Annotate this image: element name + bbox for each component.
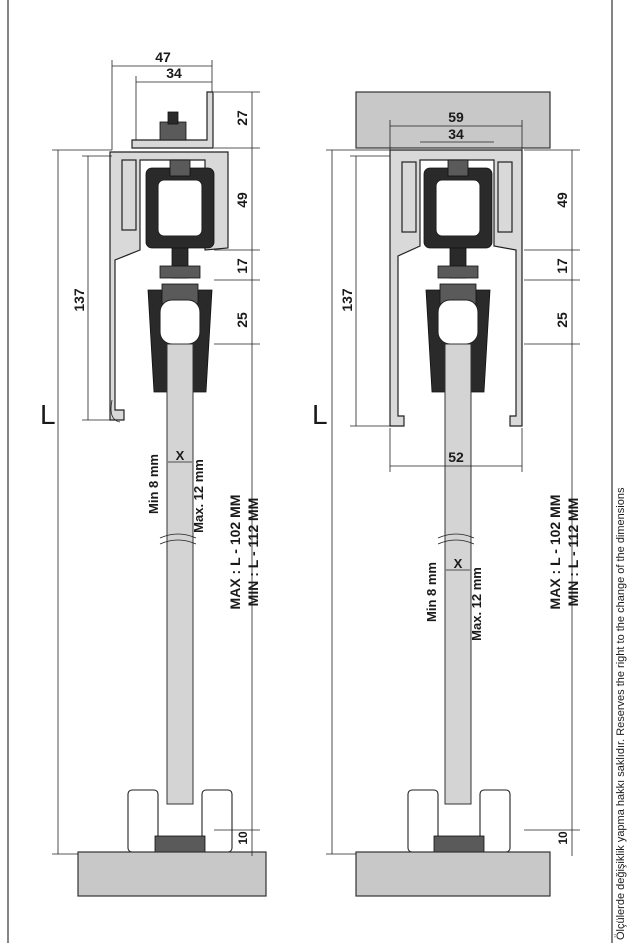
- break-mark: [159, 533, 197, 545]
- dim-10-label: 10: [556, 831, 570, 845]
- carriage-top: [169, 159, 191, 177]
- min-formula: MIN : L - 112 MM: [565, 498, 581, 607]
- rod-max-label: Max. 12 mm: [191, 459, 206, 533]
- carriage-top: [447, 159, 469, 177]
- dim-49-label: 49: [234, 192, 250, 208]
- floor-guide-right: [201, 789, 233, 853]
- door-panel: [166, 343, 194, 805]
- floor-block: [77, 851, 267, 897]
- door-panel: [444, 343, 472, 805]
- wheel: [435, 179, 481, 237]
- floor-guide-base: [154, 835, 206, 853]
- right-assembly: 59 34 52 49 17 25 10 MAX : L - 102 MM MI…: [312, 91, 581, 897]
- dim-52-label: 52: [448, 449, 464, 465]
- dim-17-label: 17: [554, 258, 570, 274]
- max-formula: MAX : L - 102 MM: [547, 495, 563, 610]
- floor-guide-base: [433, 835, 485, 853]
- side-note: Ölçülerde değişiklik yapma hakkı saklıdı…: [615, 487, 627, 940]
- dim-25-label: 25: [554, 312, 570, 328]
- rail-profile: [109, 151, 229, 421]
- dim-49-label: 49: [554, 192, 570, 208]
- bracket-nut: [159, 121, 187, 141]
- dim-17-label: 17: [234, 258, 250, 274]
- dim-25-label: 25: [234, 312, 250, 328]
- bolt-nut: [437, 265, 479, 279]
- dim-137-label: 137: [339, 288, 355, 312]
- wall-bracket: [131, 91, 214, 149]
- dim-59-label: 59: [448, 109, 464, 125]
- ceiling-block: [355, 91, 551, 149]
- break-mark: [437, 533, 475, 545]
- rod-max-label: Max. 12 mm: [469, 567, 484, 641]
- floor-guide-right: [479, 789, 511, 853]
- dim-34-label: 34: [166, 65, 182, 81]
- dim-L-label: L: [312, 399, 328, 430]
- rod-x-label: X: [454, 556, 463, 571]
- rail-inner-wall-right: [497, 161, 513, 233]
- dim-L-label: L: [40, 399, 56, 430]
- dim-137-label: 137: [71, 288, 87, 312]
- max-formula: MAX : L - 102 MM: [227, 495, 243, 610]
- left-assembly: 47 34 27 49 17 25 10 MAX : L - 102 MM MI…: [40, 49, 267, 897]
- wheel: [157, 179, 203, 237]
- dim-10-label: 10: [236, 831, 250, 845]
- min-formula: MIN : L - 112 MM: [245, 498, 261, 607]
- dim-47-label: 47: [155, 49, 171, 65]
- hanger-slot: [437, 299, 479, 345]
- rail-inner-wall: [121, 159, 137, 231]
- rail-inner-wall-left: [401, 161, 417, 233]
- floor-guide-left: [407, 789, 439, 853]
- rod-x-label: X: [176, 448, 185, 463]
- floor-block: [355, 851, 551, 897]
- bracket-bolt: [167, 111, 179, 125]
- floor-guide-left: [127, 789, 159, 853]
- dim-34-label: 34: [448, 126, 464, 142]
- dim-27-label: 27: [234, 110, 250, 126]
- bolt-nut: [159, 265, 201, 279]
- rod-min-label: Min 8 mm: [146, 454, 161, 514]
- rod-min-label: Min 8 mm: [424, 562, 439, 622]
- hanger-slot: [159, 299, 201, 345]
